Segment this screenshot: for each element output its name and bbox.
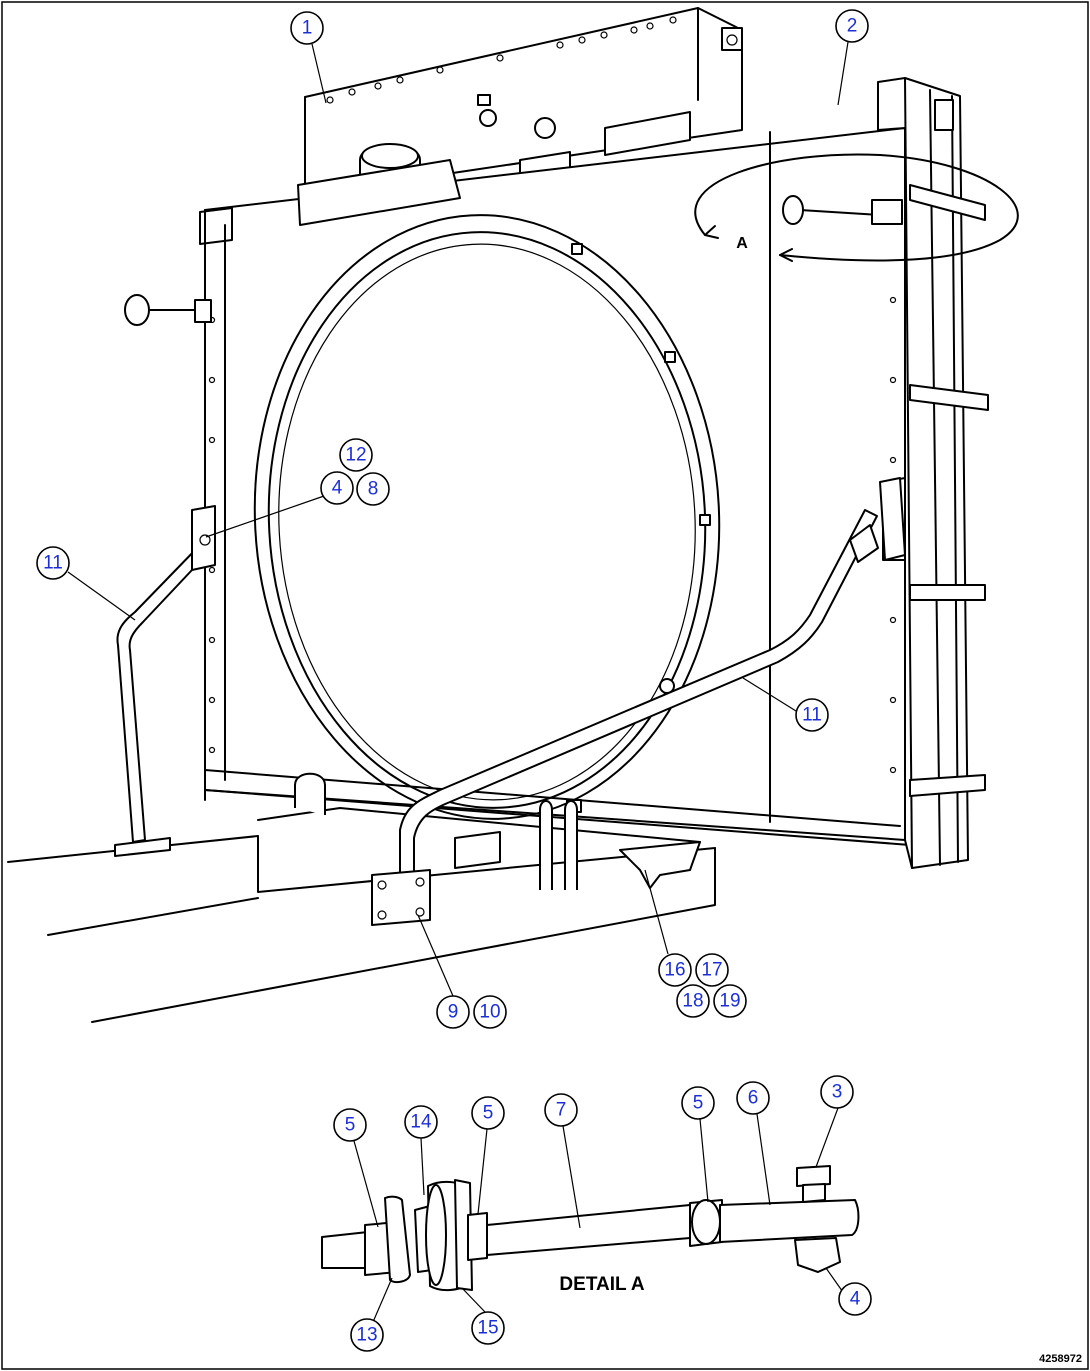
callout-1-label: 1 [302,18,313,39]
right-side-frame [877,77,989,869]
callout-4: 4 [320,471,354,505]
radiator-shroud [199,127,911,846]
callout-9-label: 9 [448,1002,459,1023]
callout-4-label: 4 [332,478,343,499]
callout-10: 10 [473,995,507,1029]
callout-8-label: 8 [368,479,379,500]
detail-a-assembly: DETAIL A [321,1165,860,1295]
callout-14-label: 14 [410,1112,432,1133]
callout-11-left-label: 11 [43,553,63,574]
callout-5-a: 5 [333,1108,367,1142]
callout-5-c-label: 5 [693,1093,704,1114]
callout-11-left: 11 [36,546,70,580]
callout-4-b-label: 4 [850,1289,861,1310]
callout-5-c: 5 [681,1086,715,1120]
lower-mounts [294,772,701,926]
callout-12-label: 12 [345,445,366,466]
callout-18-label: 18 [682,991,703,1012]
callout-11-right: 11 [795,698,829,732]
frame-rails [7,807,716,1023]
callout-5-b: 5 [471,1096,505,1130]
callout-15: 15 [471,1311,505,1345]
callout-5-a-label: 5 [345,1115,356,1136]
brace-left [114,505,216,857]
callout-18: 18 [676,984,710,1018]
callout-2: 2 [835,9,869,43]
callout-13-label: 13 [356,1325,377,1346]
callout-16: 16 [658,953,692,987]
callout-10-label: 10 [479,1002,500,1023]
callout-15-label: 15 [477,1318,498,1339]
callout-7: 7 [544,1093,578,1127]
detail-a-view-marker: A [694,153,1019,262]
callout-17-label: 17 [701,960,722,981]
figure-id: 4258972 [1039,1353,1082,1365]
callout-12: 12 [339,438,373,472]
leader-lines [67,41,849,1323]
view-letter: A [736,235,748,252]
callout-9: 9 [436,995,470,1029]
callout-5-b-label: 5 [483,1103,494,1124]
callout-19-label: 19 [719,991,740,1012]
callout-2-label: 2 [847,16,858,37]
callout-6-label: 6 [748,1088,759,1109]
callout-8: 8 [356,472,390,506]
callout-3: 3 [820,1075,854,1109]
callout-17: 17 [695,953,729,987]
callout-3-label: 3 [832,1082,843,1103]
callout-13: 13 [350,1318,384,1352]
callout-1: 1 [290,11,324,45]
callout-16-label: 16 [664,960,685,981]
left-stay-rod [124,294,212,326]
callout-19: 19 [713,984,747,1018]
callout-4-b: 4 [838,1282,872,1316]
callout-6: 6 [736,1081,770,1115]
detail-a-label: DETAIL A [559,1274,644,1295]
brace-right [399,477,906,886]
fan-ring [253,214,721,820]
callout-7-label: 7 [556,1100,567,1121]
callout-14: 14 [404,1105,438,1139]
callout-11-right-label: 11 [802,705,822,726]
